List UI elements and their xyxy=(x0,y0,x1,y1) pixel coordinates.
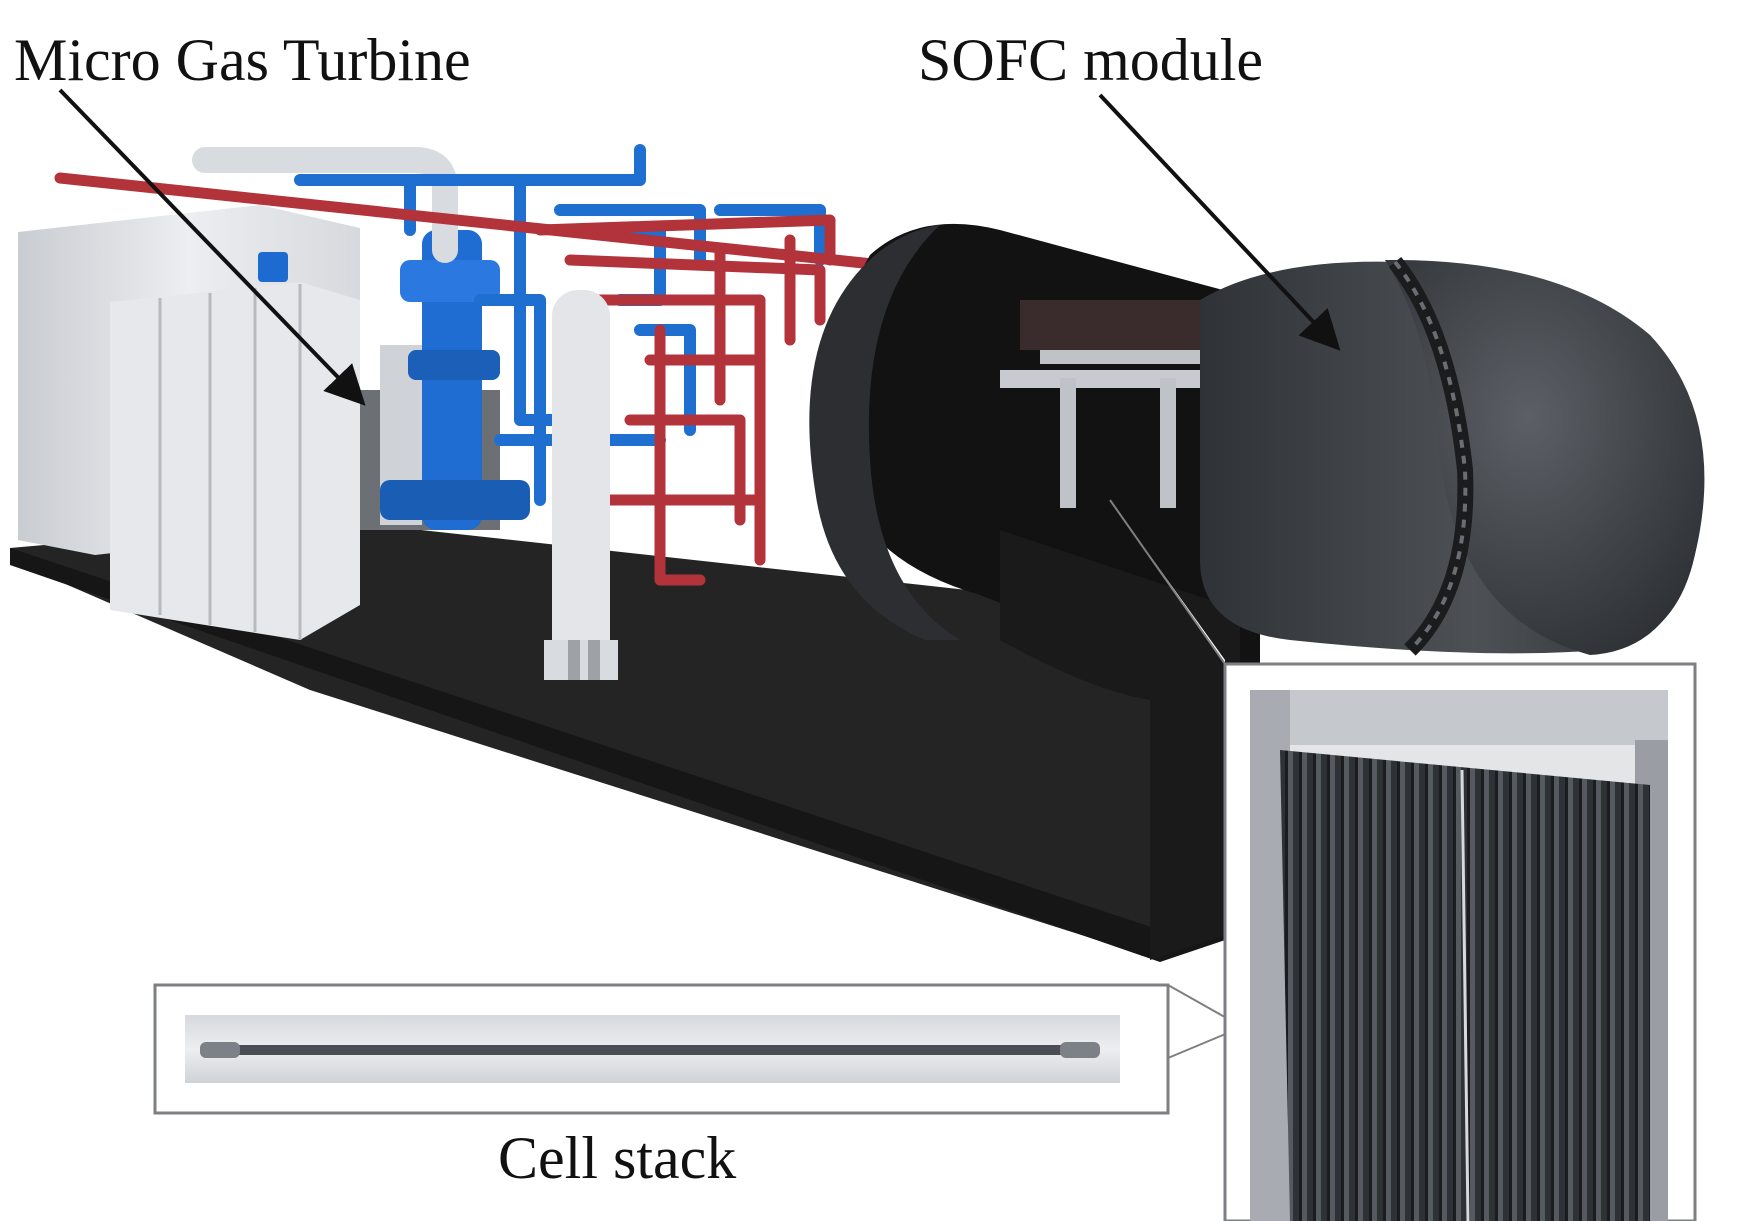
control-cabinets xyxy=(18,205,360,640)
sofc-module-inset xyxy=(1109,499,1697,1221)
exhaust-pipe xyxy=(192,147,458,263)
sofc-module-vessel xyxy=(1200,256,1705,656)
arrow-icon xyxy=(58,88,366,406)
cell-stack-label: Cell stack xyxy=(498,1125,737,1191)
micro-gas-turbine xyxy=(258,230,530,530)
sofc-vessel-cutaway xyxy=(809,223,1260,960)
sofc-module-label: SOFC module xyxy=(918,27,1264,93)
filter-column xyxy=(544,290,618,680)
micro-gas-turbine-label: Micro Gas Turbine xyxy=(14,27,471,93)
cell-tube xyxy=(200,1045,1100,1055)
arrow-icon xyxy=(1098,93,1341,351)
base-platform-front xyxy=(10,548,1240,962)
cell-stack-inset xyxy=(153,983,1236,1115)
